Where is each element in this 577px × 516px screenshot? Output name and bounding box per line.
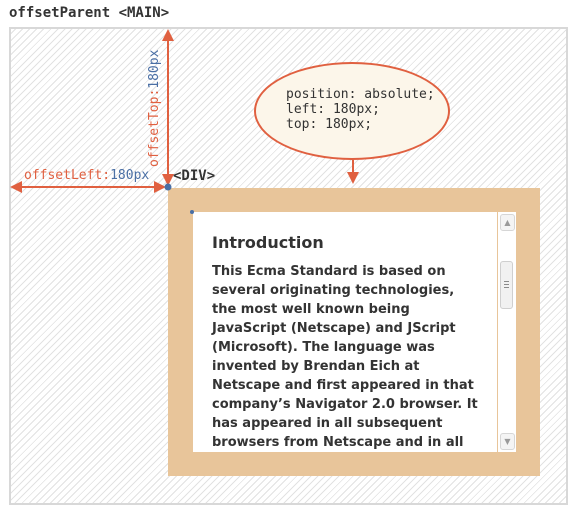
- scroll-thumb[interactable]: [500, 261, 513, 310]
- scroll-down-button[interactable]: ▼: [500, 433, 515, 450]
- css-line: left: 180px;: [286, 102, 380, 117]
- corner-dot: [190, 210, 194, 214]
- div-label: <DIV>: [173, 168, 216, 184]
- div-content[interactable]: Introduction This Ecma Standard is based…: [193, 212, 497, 452]
- css-line: position: absolute;: [286, 87, 435, 102]
- offset-top-label: offsetTop:180px: [147, 50, 162, 167]
- grip-icon: [504, 281, 509, 290]
- triangle-up-icon: ▲: [504, 218, 511, 227]
- scroll-up-button[interactable]: ▲: [500, 214, 515, 231]
- offset-top-value: 180px: [147, 49, 162, 89]
- css-note-bubble: [254, 62, 450, 160]
- offset-left-label: offsetLeft:180px: [24, 168, 149, 183]
- content-title: Introduction: [212, 233, 324, 252]
- offset-left-name: offsetLeft:: [24, 168, 111, 183]
- triangle-down-icon: ▼: [504, 437, 511, 446]
- main-title: offsetParent <MAIN>: [9, 5, 170, 21]
- css-note-text: position: absolute; left: 180px; top: 18…: [286, 87, 435, 132]
- offset-left-value: 180px: [110, 168, 150, 183]
- css-line: top: 180px;: [286, 117, 373, 132]
- content-text: This Ecma Standard is based on several o…: [212, 264, 478, 450]
- scrollbar[interactable]: ▲ ▼: [498, 212, 516, 452]
- offset-top-name: offsetTop:: [147, 88, 162, 167]
